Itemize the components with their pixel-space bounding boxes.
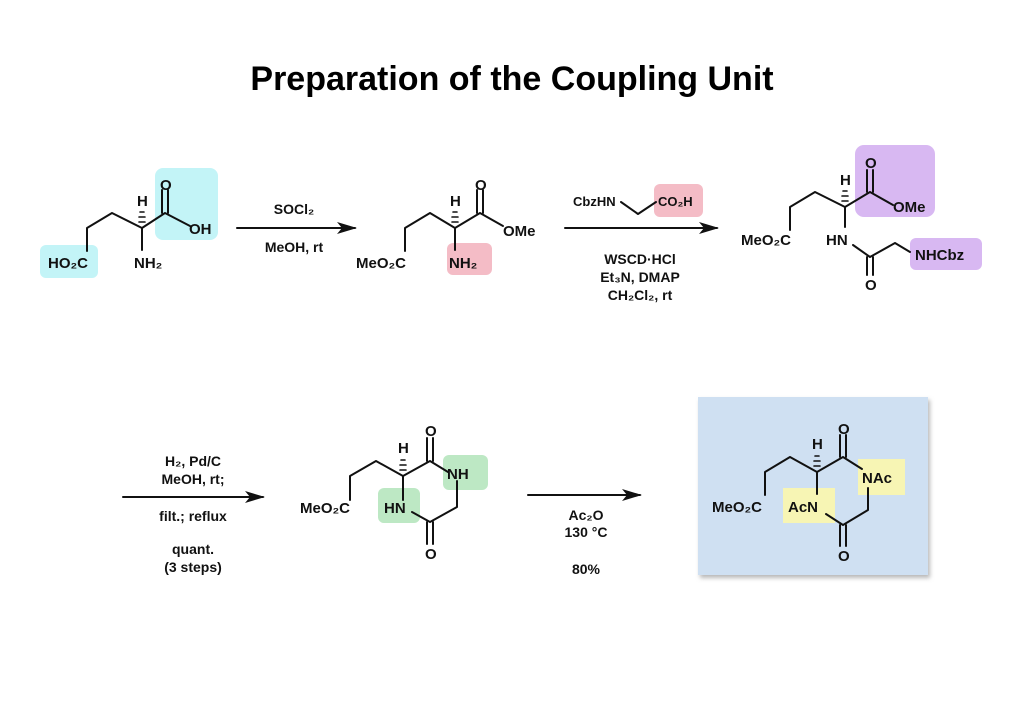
step2-line2: Et₃N, DMAP [600,269,680,285]
step3-steps: (3 steps) [164,559,222,575]
bond [411,480,458,523]
highlight-cyan-side-chain [40,245,98,278]
atom-o: O [838,548,850,565]
compound-glutamic-acid: O OH H NH₂ HO₂C [40,168,218,278]
hashed-bond [399,459,407,471]
atom-nh: NH [447,466,469,483]
compound-diketopiperazine: O H NH HN O MeO₂C [300,423,488,563]
group-meo2c: MeO₂C [300,500,350,517]
highlight-cyan-acid [155,168,218,240]
group-meo2c: MeO₂C [712,499,762,516]
step3-line3: filt.; reflux [159,508,227,524]
page-title: Preparation of the Coupling Unit [250,60,773,98]
atom-oh: OH [189,221,212,238]
atom-h: H [812,436,823,453]
highlight-pink-amine [447,243,492,275]
hashed-bond [841,190,849,202]
compound-product-box: O H NAc AcN O MeO₂C [698,397,928,575]
step4-reagent: Ac₂O [568,507,603,523]
bond [404,212,504,252]
compound-dipeptide: O OMe H MeO₂C HN O NHCbz [741,145,982,294]
atom-nh2: NH₂ [449,255,477,272]
reagent-cbzhn: CbzHN [573,194,616,209]
atom-hn: HN [384,500,406,517]
step3-line1: H₂, Pd/C [165,453,221,469]
atom-o: O [425,546,437,563]
bond [789,191,894,231]
group-nac: NAc [862,470,892,487]
highlight-yellow-nac [858,459,905,495]
highlight-purple-ester [855,145,935,217]
atom-o: O [838,421,850,438]
bond [852,242,911,258]
atom-h: H [450,193,461,210]
step2-line3: CH₂Cl₂, rt [608,287,673,303]
group-acn: AcN [788,499,818,516]
step4-temp: 130 °C [565,524,608,540]
step1-conditions: MeOH, rt [265,239,324,255]
bond [825,487,869,526]
atom-h: H [137,193,148,210]
highlight-green-hn [378,488,420,523]
group-meo2c: MeO₂C [356,255,406,272]
reagent-co2h: CO₂H [658,194,693,209]
step1-reagent: SOCl₂ [274,201,314,217]
bond [620,201,657,215]
atom-nh2: NH₂ [134,255,162,272]
atom-o: O [160,177,172,194]
atom-o: O [865,155,877,172]
compound-dimethyl-glutamate: O OMe H NH₂ MeO₂C [356,177,536,275]
atom-o: O [425,423,437,440]
atom-o: O [475,177,487,194]
atom-h: H [398,440,409,457]
atom-hn: HN [826,232,848,249]
bond [86,212,191,252]
group-ome: OMe [893,199,926,216]
step4-yield: 80% [572,561,601,577]
group-ome: OMe [503,223,536,240]
atom-o: O [865,277,877,294]
hashed-bond [138,211,146,223]
highlight-green-nh [443,455,488,490]
atom-h: H [840,172,851,189]
highlight-purple-nhcbz [910,238,982,270]
step2-line1: WSCD·HCl [604,251,676,267]
hashed-bond [813,455,821,467]
bond [349,460,449,501]
group-ho2c: HO₂C [48,255,88,272]
step3-yield: quant. [172,541,214,557]
highlight-yellow-acn [783,488,835,523]
group-meo2c: MeO₂C [741,232,791,249]
step3-line2: MeOH, rt; [162,471,225,487]
group-nhcbz: NHCbz [915,247,964,264]
hashed-bond [451,211,459,223]
bond [764,456,863,496]
highlight-pink-acid [654,184,703,217]
